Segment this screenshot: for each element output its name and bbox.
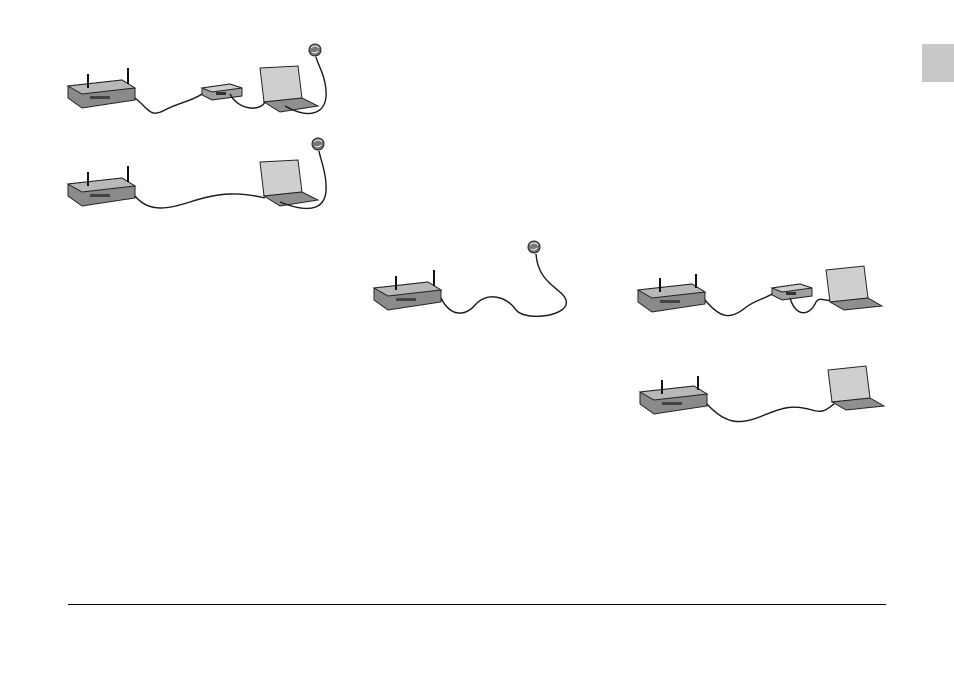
diagram-router-laptop-internet [60,132,350,222]
cable [135,94,202,113]
diagram-router-internet [366,236,596,326]
cable [707,404,834,422]
diagram-router-modem-laptop-internet [60,40,350,130]
router-icon [638,274,705,312]
modem-icon [202,84,242,100]
laptop-icon [260,160,318,206]
globe-icon [528,241,540,253]
laptop-icon [828,366,884,410]
router-icon [68,166,135,206]
router-icon [68,68,135,108]
cable [441,254,566,316]
router-icon [374,270,441,310]
laptop-icon [826,266,882,310]
diagram-router-modem-laptop [630,262,890,332]
cable [705,294,772,316]
router-icon [640,376,707,414]
globe-icon [309,44,321,56]
section-tab-marker [922,44,954,82]
modem-icon [772,284,812,300]
diagram-router-laptop [632,360,892,440]
cable [790,298,830,313]
footer-rule [68,604,886,605]
cable [135,194,265,208]
laptop-icon [260,66,318,112]
globe-icon [312,138,324,150]
